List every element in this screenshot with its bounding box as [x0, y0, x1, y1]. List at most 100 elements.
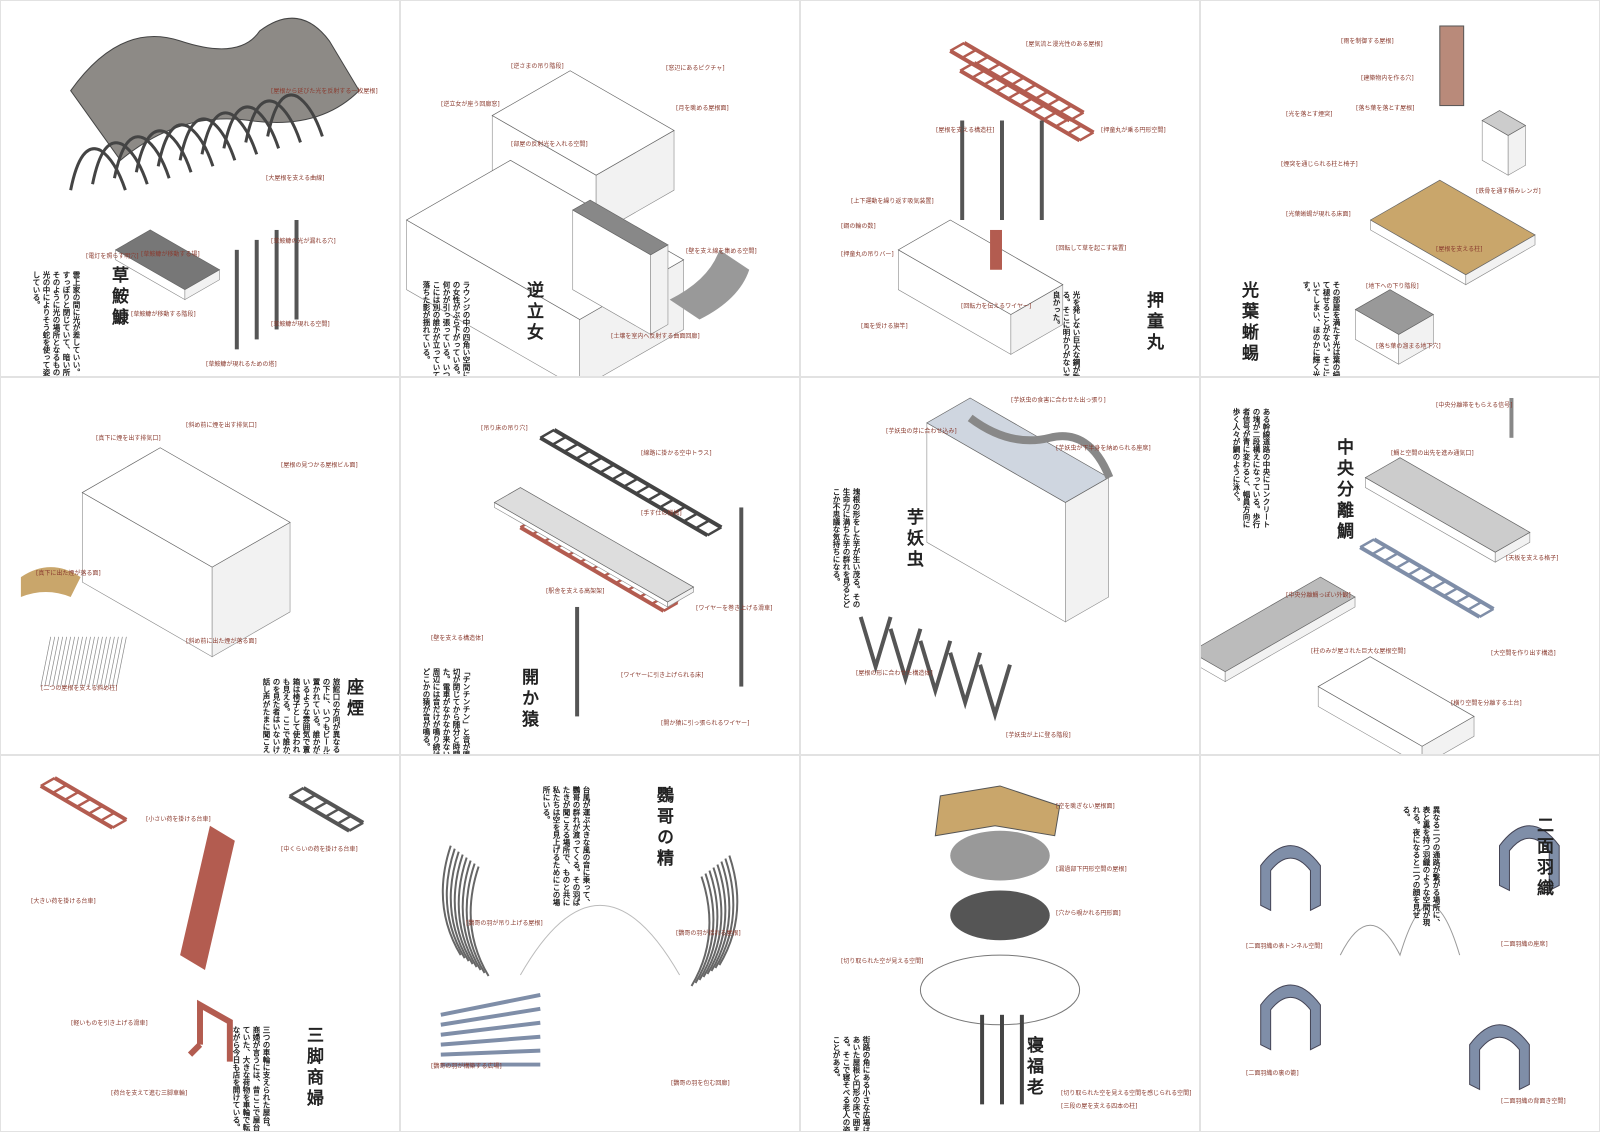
zigzag-frame [858, 616, 893, 674]
creature-title: 開か猿 [518, 668, 538, 732]
wing-rib [461, 859, 482, 971]
description-text: 台風が運ぶ大きな風の音に乗って、鸚哥の群れが渡ってくる。その羽ばたきが聞こえる場… [542, 785, 591, 906]
column [739, 507, 744, 687]
chimney [1439, 25, 1465, 107]
wavy-roof [70, 17, 360, 162]
description-text: 異なる二つの通路が繋がる場所に、表と裏を持つ羽織のような空間が現れる。夜になると… [1402, 805, 1441, 926]
wing-rib [706, 863, 727, 975]
curved-rib [91, 141, 149, 185]
axonometric-drawing [858, 397, 1114, 722]
zigzag-frame [978, 664, 1012, 722]
diagram-panel: [屋気流と漫光性のある屋根][屋根を支える構造柱][押童丸が乗る円形空間][上下… [800, 0, 1200, 378]
annotation-label: [芋妖虫が下半身を納められる座席] [1056, 445, 1151, 453]
tunnel-shell [1499, 824, 1560, 891]
annotation-label: [中央分離鯛っぽい外観] [1286, 592, 1351, 600]
annotation-label: [土壌を室内へ反射する曲面回廊] [611, 333, 700, 340]
zigzag-frame [948, 652, 983, 710]
wing-rib [694, 872, 715, 984]
annotation-label: [空を眺ぎない屋根面] [1056, 802, 1115, 810]
wing-rib [718, 854, 739, 966]
curved-rib [134, 129, 193, 173]
annotation-label: [雨を制御する屋根] [1341, 38, 1394, 45]
annotation-label: [逆立女が座う回廊窓] [441, 101, 500, 108]
diagonal-pole [112, 637, 123, 687]
truss-frame [949, 41, 1085, 123]
annotation-label: [光葉蜥蜴が現れる床面] [1286, 211, 1351, 218]
annotation-label: [鸚哥の羽を包む回廊] [671, 1079, 730, 1087]
annotation-label: [電灯を照らす明穴] [86, 253, 139, 260]
creature-title: 中央分離鯛 [1333, 438, 1353, 544]
annotation-label: [押童丸の吊りバー] [841, 251, 894, 258]
annotation-label: [回転力を伝えるワイヤー] [961, 303, 1032, 310]
annotation-label: [鸚哥の羽が構築する広場] [431, 1062, 502, 1070]
axonometric-drawing [919, 785, 1081, 1105]
annotation-label: [ワイヤーに引き上げられる床] [621, 672, 704, 680]
annotation-label: [手す仕の機械] [641, 510, 682, 518]
diagonal-pole [68, 637, 79, 687]
diagonal-pole [56, 637, 68, 687]
canopy-outline [519, 904, 681, 975]
roof-sheet [934, 785, 1061, 836]
annotation-label: [逆さまの吊り階段] [511, 63, 564, 70]
zigzag-frame [888, 628, 923, 686]
smoke-surface [20, 567, 81, 598]
annotation-label: [鸚哥の羽が吊り上げる屋根] [466, 919, 543, 927]
platform [493, 487, 695, 608]
annotation-label: [押童丸が乗る円形空間] [1101, 127, 1166, 134]
wing-rib [457, 856, 478, 968]
annotation-label: [芋妖虫が上に登る階段] [1006, 732, 1071, 740]
axonometric-drawing [897, 41, 1095, 355]
radial-beam [440, 1034, 541, 1047]
annotation-label: [屋気流と漫光性のある屋根] [1026, 41, 1103, 48]
stair [114, 229, 221, 301]
truss-frame [1359, 537, 1495, 619]
annotation-label: [軽いものを引き上げる滑車] [71, 1019, 148, 1027]
annotation-label: [線路に掛かる空中トラス] [641, 450, 712, 458]
diagram-panel: [小さい荷を掛ける台車][中くらいの荷を掛ける台車][大きい荷を掛ける台車][軽… [0, 754, 400, 1132]
truss-frame [959, 61, 1095, 143]
diagonal-pole [108, 637, 119, 687]
diagram-panel: [芋妖虫の食害に合わせた出っ張り][芋妖虫の芽に合わせ込み][芋妖虫が下半身を納… [800, 377, 1200, 755]
annotation-label: [二面羽織の座席] [1501, 940, 1548, 948]
diagonal-pole [88, 637, 99, 687]
wing-rib [449, 850, 470, 962]
column [980, 1014, 985, 1105]
annotation-label: [二面羽織の裏の籠] [1246, 1069, 1299, 1077]
diagonal-pole [44, 637, 56, 687]
column [960, 120, 965, 221]
flag [990, 229, 1002, 270]
annotation-label: [草鮟鱇が現れるための塔] [206, 361, 277, 368]
column [1000, 120, 1004, 221]
column [274, 229, 279, 330]
diagonal-pole [64, 637, 75, 687]
zigzag-frame [918, 640, 953, 698]
radial-beam [440, 1006, 541, 1027]
annotation-label: [切り取られた空が見える空間] [841, 957, 924, 965]
annotation-label: [鋼の輪の数] [841, 223, 876, 230]
description-text: 三つの車輪に支えられた屋台。その商婦が言うには、昔ここで屋台をしていた、大きな荷… [232, 1025, 271, 1132]
truss-frame [288, 785, 365, 833]
diagonal-pole [104, 637, 115, 687]
column [1019, 1014, 1024, 1105]
annotation-label: [屋根を支える柱] [1436, 246, 1483, 253]
tilted-panel [572, 199, 669, 335]
creature-title: 芋妖虫 [903, 508, 923, 572]
diagram-panel: [屋根から延びた光を反射する一枚屋根][大屋根を支える曲線][草鮟鱇が移動する場… [0, 0, 400, 378]
radial-beam [440, 1020, 541, 1037]
annotation-label: [芋妖虫の食害に合わせた出っ張り] [1011, 397, 1106, 405]
annotation-label: [小さい荷を掛ける台車] [146, 815, 211, 823]
diagonal-pole [100, 637, 111, 687]
description-text: 「チンチンチン」と音が鳴って、踏切が閉じてから随分と時間が経過した。電車がなかな… [422, 668, 471, 755]
wing-rib [710, 860, 731, 972]
wing-rib [469, 865, 490, 977]
wing-rib [698, 869, 719, 981]
description-text: ラウンジの中の四角い空間に逆さまの女性がぶら下がっている。足首を何かが引っ張って… [422, 281, 471, 378]
annotation-label: [柱のみが屋された巨大な屋根空間] [1311, 648, 1406, 656]
annotation-label: [屋根の見つかる屋根ビル面] [281, 462, 358, 470]
brick-block [1481, 110, 1527, 176]
tower-truss [180, 825, 235, 970]
radial-beam [440, 1048, 541, 1057]
curved-rib [200, 111, 259, 155]
description-text: 雲上家の間に光が差していい。空がすっぽりと閉じていて、暗い所ではそのように光の場… [32, 271, 81, 378]
